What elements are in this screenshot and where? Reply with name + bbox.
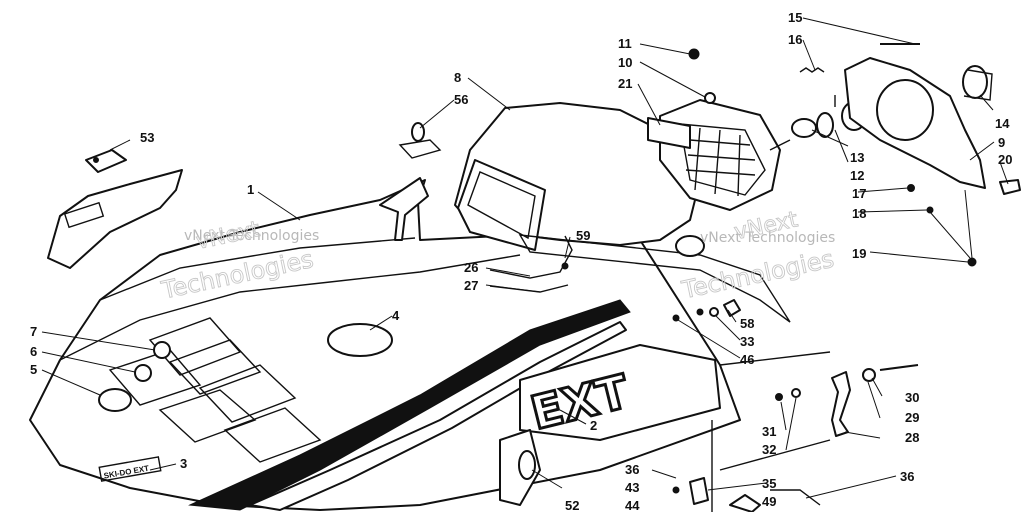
- latch-part: [719, 351, 919, 471]
- callout-30: 30: [905, 390, 919, 405]
- callout-5: 5: [30, 362, 37, 377]
- callout-49: 49: [762, 494, 776, 509]
- callout-8: 8: [454, 70, 461, 85]
- callout-46: 46: [740, 352, 754, 367]
- headlight-housing-part: [454, 102, 791, 323]
- watermark-line-left: vNext Technologies: [184, 228, 319, 244]
- callout-36-right: 36: [900, 469, 914, 484]
- headlight-assembly-part: [647, 48, 867, 211]
- watermark-tech-right: Technologies: [679, 245, 837, 305]
- watermark-line-right: vNext Technologies: [700, 230, 835, 246]
- callout-10: 10: [618, 55, 632, 70]
- callout-44: 44: [625, 498, 640, 512]
- lower-hardware-part: [672, 420, 821, 512]
- callout-12: 12: [850, 168, 864, 183]
- parts-drawing: EXT SKI-DO EXT: [29, 43, 1021, 512]
- callout-31: 31: [762, 424, 776, 439]
- callout-27: 27: [464, 278, 478, 293]
- hood-shell-part: EXT SKI-DO EXT: [29, 179, 741, 511]
- callout-18: 18: [852, 206, 866, 221]
- callout-2: 2: [590, 418, 597, 433]
- callout-29: 29: [905, 410, 919, 425]
- bracket-parts: [379, 122, 442, 241]
- callout-26: 26: [464, 260, 478, 275]
- callout-16: 16: [788, 32, 802, 47]
- callout-11: 11: [618, 36, 632, 51]
- callout-32: 32: [762, 442, 776, 457]
- small-hardware-part: [672, 299, 741, 322]
- ext-decal-text: EXT: [525, 364, 634, 440]
- callout-9: 9: [998, 135, 1005, 150]
- callout-53: 58: [740, 316, 754, 331]
- callout-52: 56: [454, 92, 468, 107]
- callout-13: 13: [850, 150, 864, 165]
- callout-labels: 53 1 56 8 11 10 21 15 16 14 9 20 13 12 1…: [30, 10, 1012, 512]
- leader-lines: [41, 17, 1009, 499]
- callout-20: 20: [998, 152, 1012, 167]
- callout-4: 4: [392, 308, 400, 323]
- callout-14: 14: [995, 116, 1010, 131]
- callout-28: 28: [905, 430, 919, 445]
- mount-bracket-part: [799, 43, 1021, 267]
- callout-1: 1: [247, 182, 254, 197]
- callout-21: 21: [618, 76, 632, 91]
- callout-33: 33: [740, 334, 754, 349]
- callout-17: 17: [852, 186, 866, 201]
- callout-15: 15: [788, 10, 802, 25]
- callout-35: 35: [762, 476, 776, 491]
- callout-6: 6: [30, 344, 37, 359]
- callout-3: 3: [180, 456, 187, 471]
- callout-7: 7: [30, 324, 37, 339]
- callout-43: 43: [625, 480, 639, 495]
- callout-56: 52: [565, 498, 579, 512]
- callout-51: 53: [140, 130, 154, 145]
- callout-36-left: 36: [625, 462, 639, 477]
- callout-59: 59: [576, 228, 590, 243]
- side-panel-part: [47, 149, 183, 269]
- callout-19: 19: [852, 246, 866, 261]
